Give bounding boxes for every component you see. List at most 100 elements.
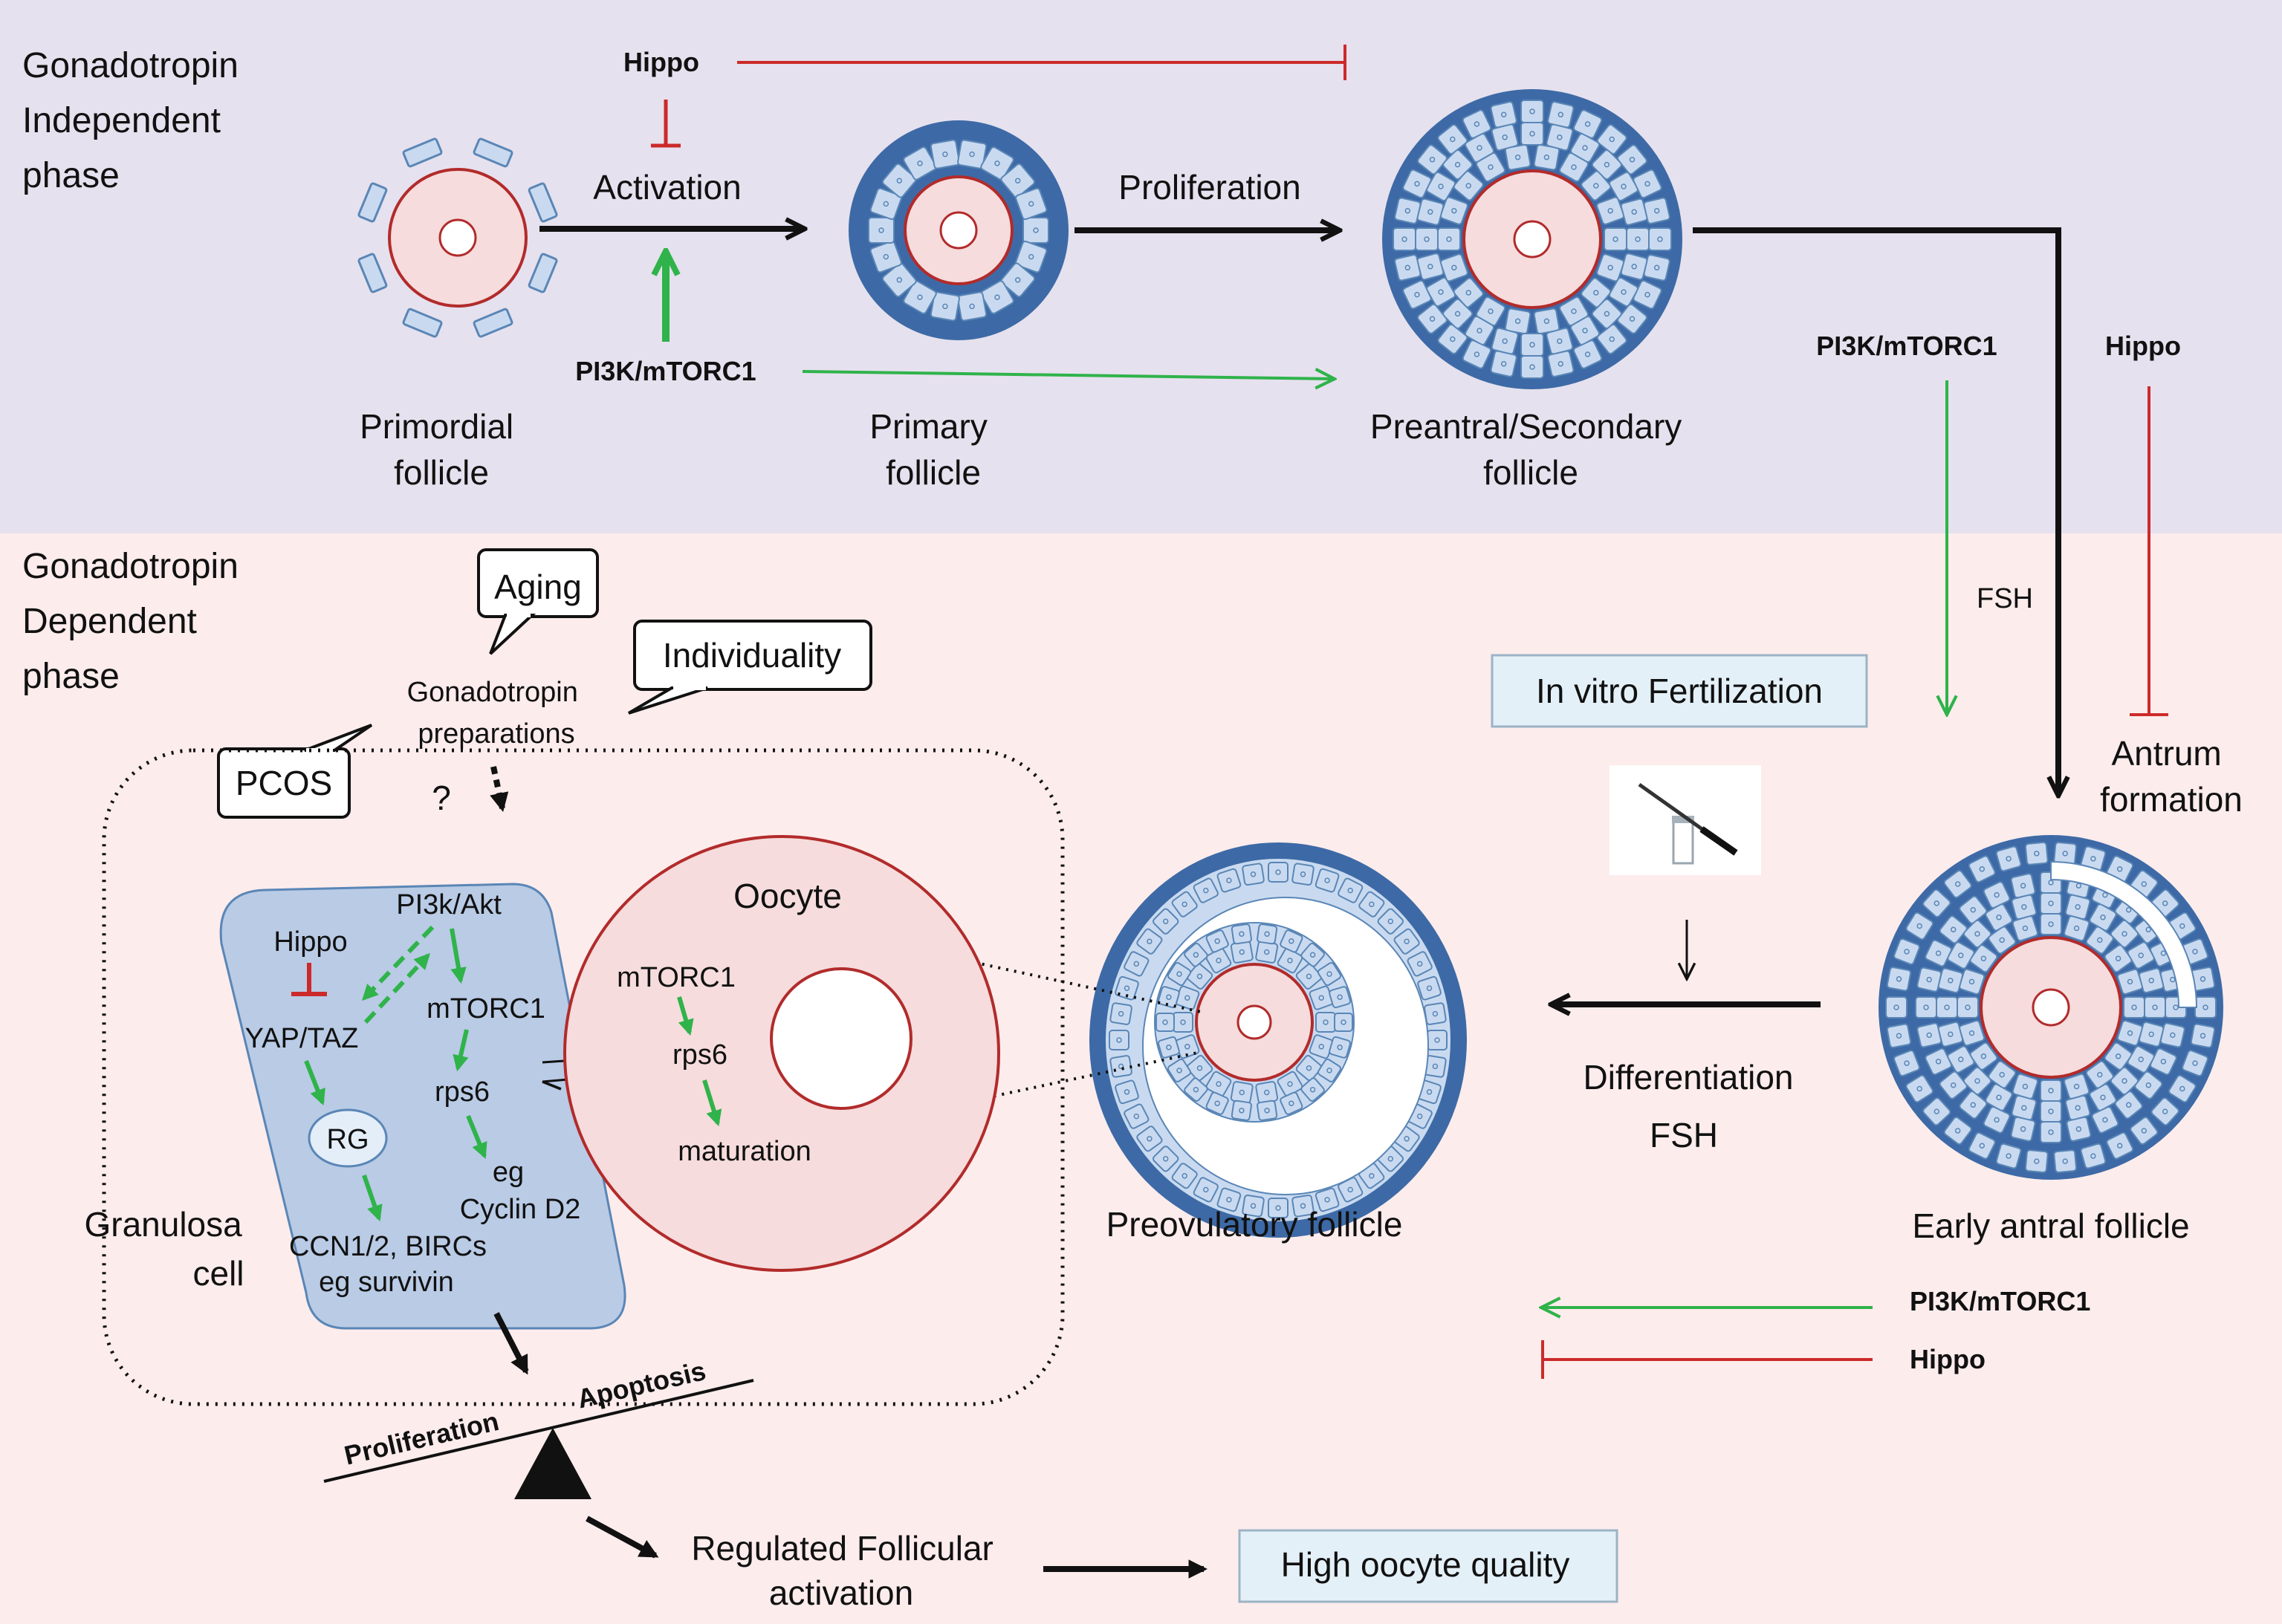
oocyte-maturation-label: maturation: [678, 1136, 811, 1167]
antral-granulosa-cell: [2138, 1021, 2165, 1048]
secondary-granulosa-cell: [1402, 169, 1432, 199]
primary-granulosa-cell: [881, 163, 917, 198]
cumulus-cell: [1315, 1012, 1336, 1033]
cumulus-cell: [1317, 962, 1342, 987]
oocyte-rps6-label: rps6: [672, 1039, 727, 1071]
preovulatory-granulosa-cell-nucleus: [1432, 1010, 1439, 1017]
cumulus-cell: [1317, 1058, 1342, 1082]
preovulatory-granulosa-cell-nucleus: [1162, 918, 1169, 924]
ivf-box: [1491, 654, 1868, 728]
antral-granulosa-cell: [2150, 1097, 2179, 1126]
secondary-granulosa-cell-nucleus: [1514, 318, 1521, 325]
cumulus-cell: [1255, 1081, 1279, 1104]
cumulus-cell: [1230, 941, 1254, 964]
antral-granulosa-cell-nucleus: [2121, 931, 2127, 937]
secondary-granulosa-cell: [1462, 340, 1492, 369]
cumulus-cell: [1184, 943, 1208, 967]
antral-granulosa-cell-nucleus: [2090, 856, 2096, 862]
cumulus-cell: [1257, 1100, 1278, 1121]
secondary-granulosa-cell: [1520, 355, 1544, 379]
secondary-granulosa-cell: [1437, 227, 1461, 251]
secondary-granulosa-cell: [1591, 298, 1622, 329]
antral-granulosa-cell-nucleus: [2125, 1102, 2132, 1108]
cumulus-cell: [1230, 1081, 1254, 1104]
antral-granulosa-cell-nucleus: [2102, 891, 2108, 898]
primary-granulosa-cell-nucleus: [917, 294, 923, 300]
zoom-line-bottom: [977, 1050, 1202, 1101]
preovulatory-granulosa-cell-nucleus: [1300, 1203, 1306, 1209]
preovulatory-granulosa-cell: [1193, 1177, 1219, 1203]
cumulus-cell-nucleus: [1337, 1045, 1343, 1050]
primary-granulosa-cell: [1022, 217, 1049, 244]
pi3k-label-top: PI3K/mTORC1: [575, 356, 756, 386]
antral-granulosa-cell-nucleus: [1950, 926, 1957, 933]
preovulatory-granulosa-cell: [1338, 877, 1364, 903]
primary-granulosa-cell-nucleus: [1028, 253, 1034, 260]
antral-granulosa-cell: [2040, 1100, 2062, 1123]
preovulatory-granulosa-cell: [1171, 891, 1198, 917]
preovulatory-granulosa-cell-nucleus: [1347, 887, 1353, 894]
secondary-granulosa-cell-nucleus: [1557, 111, 1564, 118]
cumulus-cell: [1157, 1036, 1180, 1059]
secondary-granulosa-cell-nucleus: [1438, 183, 1444, 189]
preovulatory-granulosa-cell: [1291, 1194, 1315, 1218]
preovulatory-granulosa-cell: [1124, 951, 1150, 977]
pi3k-label-right: PI3K/mTORC1: [1816, 331, 1997, 361]
antral-granulosa-cell: [2011, 1094, 2038, 1121]
secondary-granulosa-cell: [1442, 149, 1474, 181]
preovulatory-granulosa-cell: [1216, 868, 1242, 893]
secondary-granulosa-cell-nucleus: [1584, 121, 1591, 127]
preovulatory-granulosa-cell-nucleus: [1416, 1113, 1423, 1120]
antral-granulosa-cell-nucleus: [1979, 866, 1986, 872]
antral-granulosa-cell: [1905, 1074, 1933, 1103]
antral-granulosa-cell-nucleus: [2062, 851, 2068, 857]
antral-granulosa-cell-nucleus: [1958, 952, 1964, 958]
secondary-granulosa-cell-nucleus: [1404, 264, 1411, 271]
secondary-granulosa-cell-nucleus: [1631, 209, 1637, 215]
antral-granulosa-cell: [2064, 1094, 2091, 1121]
cumulus-cell: [1300, 1077, 1325, 1102]
antral-granulosa-cell-nucleus: [2121, 1078, 2127, 1084]
primordial-follicle: [357, 137, 558, 338]
antral-granulosa-cell: [2064, 894, 2091, 920]
independent-phase-band: [0, 0, 2282, 533]
secondary-to-early-antral-arrow: [1693, 227, 2058, 793]
pi3k-to-mtorc1-arrow: [450, 928, 467, 984]
preovulatory-granulosa-cell-nucleus: [1226, 877, 1232, 883]
cumulus-cell-nucleus: [1289, 938, 1294, 944]
fsh-label-top: FSH: [1977, 583, 2033, 614]
cumulus-cell-nucleus: [1326, 971, 1332, 977]
primary-granulosa-cell: [957, 291, 988, 322]
primary-granulosa-cell-nucleus: [896, 277, 903, 283]
primordial-nucleus: [438, 218, 477, 257]
oocyte-nucleus: [770, 967, 913, 1110]
dependent-phase-title: Gonadotropin Dependent phase: [22, 547, 248, 696]
antral-granulosa-cell: [2123, 996, 2145, 1019]
cumulus-cell: [1231, 923, 1252, 945]
secondary-granulosa-cell: [1462, 109, 1492, 139]
antral-granulosa-cell-nucleus: [1968, 978, 1975, 985]
secondary-granulosa-cell-nucleus: [1450, 136, 1456, 143]
antral-granulosa-cell: [1962, 919, 1992, 949]
preovulatory-granulosa-cell-nucleus: [1162, 1156, 1169, 1162]
antral-granulosa-cell: [1893, 1050, 1920, 1077]
preovulatory-granulosa-cell-nucleus: [1369, 901, 1375, 907]
antral-granulosa-cell-nucleus: [2192, 1060, 2198, 1066]
hippo-label-right: Hippo: [2105, 331, 2181, 361]
preovulatory-granulosa-cell: [1109, 1030, 1129, 1050]
preovulatory-granulosa-cell-nucleus: [1387, 1156, 1394, 1162]
rg-to-ccn-arrow: [362, 1175, 383, 1222]
preovulatory-granulosa-cell-nucleus: [1226, 1197, 1232, 1203]
preovulatory-granulosa-cell-nucleus: [1275, 869, 1281, 875]
antral-granulosa-cell-nucleus: [1954, 881, 1961, 887]
primary-label: Primary follicle: [869, 407, 996, 492]
antral-granulosa-cell-nucleus: [2022, 1083, 2029, 1090]
cumulus-cell-nucleus: [1180, 1019, 1186, 1025]
preovulatory-granulosa-cell-nucleus: [1203, 1186, 1209, 1193]
rps6-to-cyclin-arrow: [466, 1114, 487, 1160]
secondary-granulosa-cell-nucleus: [1529, 108, 1535, 114]
antral-granulosa-cell: [1995, 845, 2022, 872]
preovulatory-granulosa-cell: [1242, 863, 1265, 886]
secondary-granulosa-cell: [1617, 144, 1647, 175]
preovulatory-granulosa-cell: [1171, 1163, 1198, 1189]
